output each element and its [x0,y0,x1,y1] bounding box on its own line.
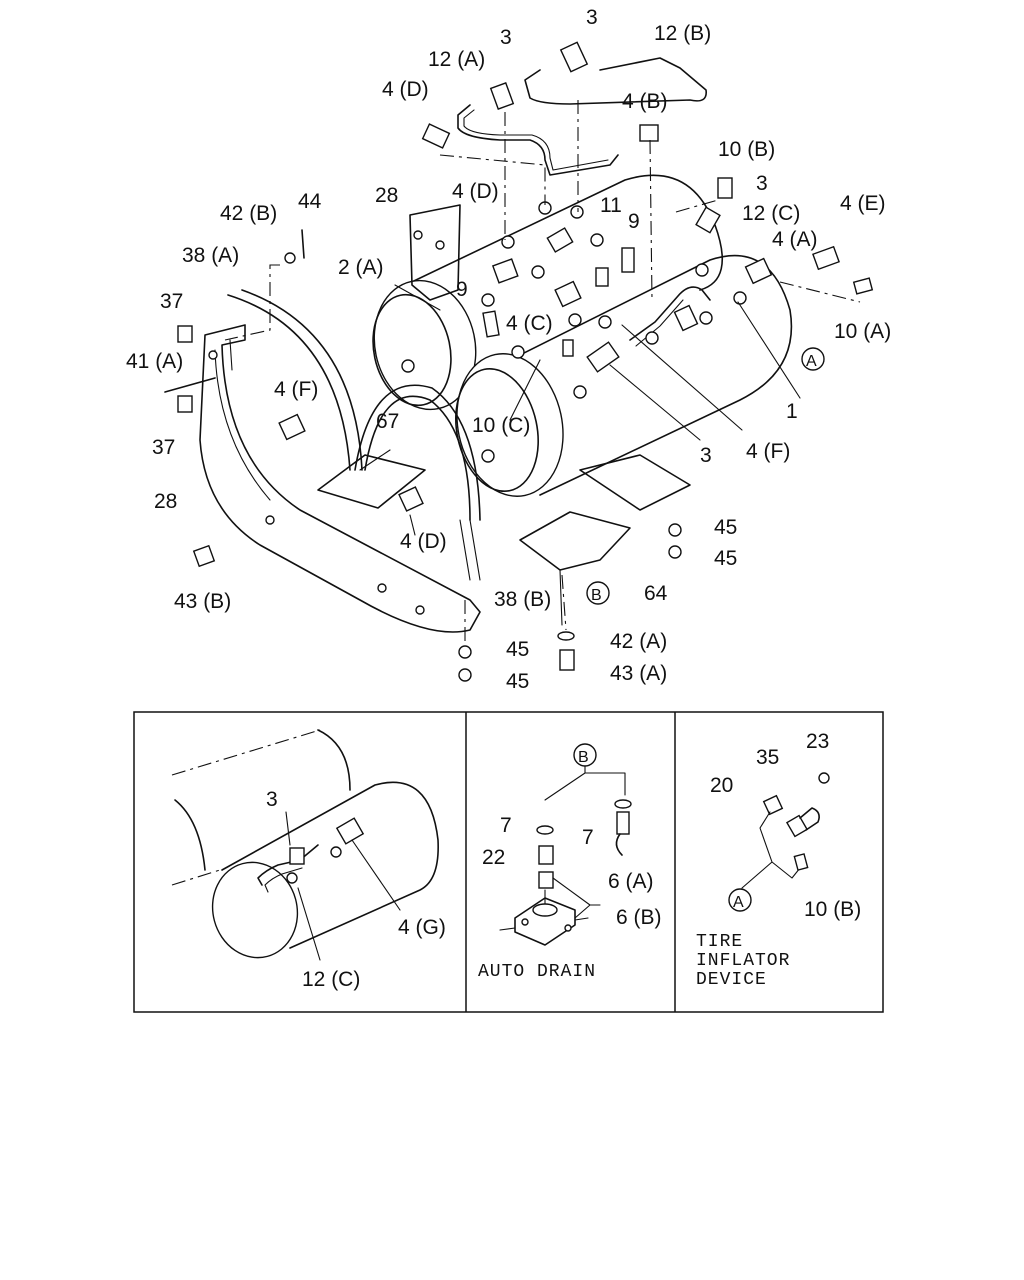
callout-10c: 10 (C) [472,414,530,437]
panel-right-callout-10b: 10 (B) [804,898,861,921]
callout-4b: 4 (B) [622,90,668,113]
callout-4d-top: 4 (D) [382,78,429,101]
callout-12c-top: 12 (C) [742,202,800,225]
callout-38b: 38 (B) [494,588,551,611]
panel-mid-callout-b: B [578,749,589,766]
mounting-bracket-28 [199,204,481,633]
detail-panels: 3 4 (G) 12 (C) B 7 7 22 6 (A) 6 [133,711,884,1013]
callout-10a: 10 (A) [834,320,891,343]
panel-right-caption-line3: DEVICE [696,970,767,990]
panel-right-caption-line1: TIRE [696,932,743,952]
fittings [164,41,874,682]
panel-left-callout-3: 3 [266,788,278,811]
panel-right-callout-35: 35 [756,746,779,769]
panel-mid-callout-7-left: 7 [500,814,512,837]
panel-mid-callout-22: 22 [482,846,505,869]
callout-2a: 2 (A) [338,256,384,279]
panel-mid-callout-6a: 6 (A) [608,870,654,893]
callout-43a: 43 (A) [610,662,667,685]
callout-45-b: 45 [714,547,737,570]
panel-right-caption-line2: INFLATOR [696,951,790,971]
panel-frame [133,711,884,1013]
panel-left-callout-12c: 12 (C) [302,968,360,991]
panel-right-reference-a [728,888,752,912]
callout-37-bot: 37 [152,436,175,459]
panel-mid-caption: AUTO DRAIN [478,962,596,982]
panel-auto-drain: B 7 7 22 6 (A) 6 (B) AUTO DRAIN [478,743,662,982]
callout-b-main: B [591,587,602,604]
callout-11: 11 [600,194,622,217]
callout-10b-top: 10 (B) [718,138,775,161]
panel-right-callout-23: 23 [806,730,829,753]
callout-4d-mid: 4 (D) [452,180,499,203]
leader-lines [224,100,861,645]
callout-1: 1 [786,400,798,423]
panel-right-callout-a: A [733,894,744,911]
callout-28-bot: 28 [154,490,177,513]
callout-4f-left: 4 (F) [274,378,318,401]
reference-circle-a [801,347,825,371]
panel-left-callout-4g: 4 (G) [398,916,446,939]
callout-28-top: 28 [375,184,398,207]
callout-67: 67 [376,410,399,433]
callout-3-bot: 3 [700,444,712,467]
reference-circle-b [586,581,610,605]
callout-38a: 38 (A) [182,244,239,267]
callout-44: 44 [298,190,322,213]
panel-right-callout-20: 20 [710,774,733,797]
callout-43b: 43 (B) [174,590,231,613]
callout-3-right: 3 [756,172,768,195]
panel-mid-callout-7-right: 7 [582,826,594,849]
callout-3-top: 3 [586,6,598,29]
callout-4f-right: 4 (F) [746,440,790,463]
callout-37-top: 37 [160,290,183,313]
panel-tank-detail: 3 4 (G) 12 (C) [171,729,446,991]
callout-a-main: A [806,353,817,370]
callout-64: 64 [644,582,668,605]
callout-45-d: 45 [506,670,529,693]
callout-9-left: 9 [456,278,468,301]
callout-4d-bot: 4 (D) [400,530,447,553]
callout-3-a: 3 [500,26,512,49]
callout-45-c: 45 [506,638,529,661]
callout-12b: 12 (B) [654,22,711,45]
callout-9-right: 9 [628,210,640,233]
callout-45-a: 45 [714,516,737,539]
tank-straps [227,289,481,581]
main-diagram: 3 12 (B) 12 (A) 3 4 (D) 4 (B) 10 (B) 28 … [126,6,891,693]
support-plates [317,454,691,626]
panel-tire-inflator: A 23 35 20 10 (B) TIRE INFLATOR DEVICE [696,730,861,990]
callout-labels: 3 12 (B) 12 (A) 3 4 (D) 4 (B) 10 (B) 28 … [126,6,891,693]
callout-4e: 4 (E) [840,192,886,215]
air-pipes [457,57,711,347]
callout-42b: 42 (B) [220,202,277,225]
callout-4c: 4 (C) [506,312,553,335]
callout-12a: 12 (A) [428,48,485,71]
callout-41a: 41 (A) [126,350,183,373]
callout-42a: 42 (A) [610,630,667,653]
panel-mid-callout-6b: 6 (B) [616,906,662,929]
callout-4a: 4 (A) [772,228,818,251]
